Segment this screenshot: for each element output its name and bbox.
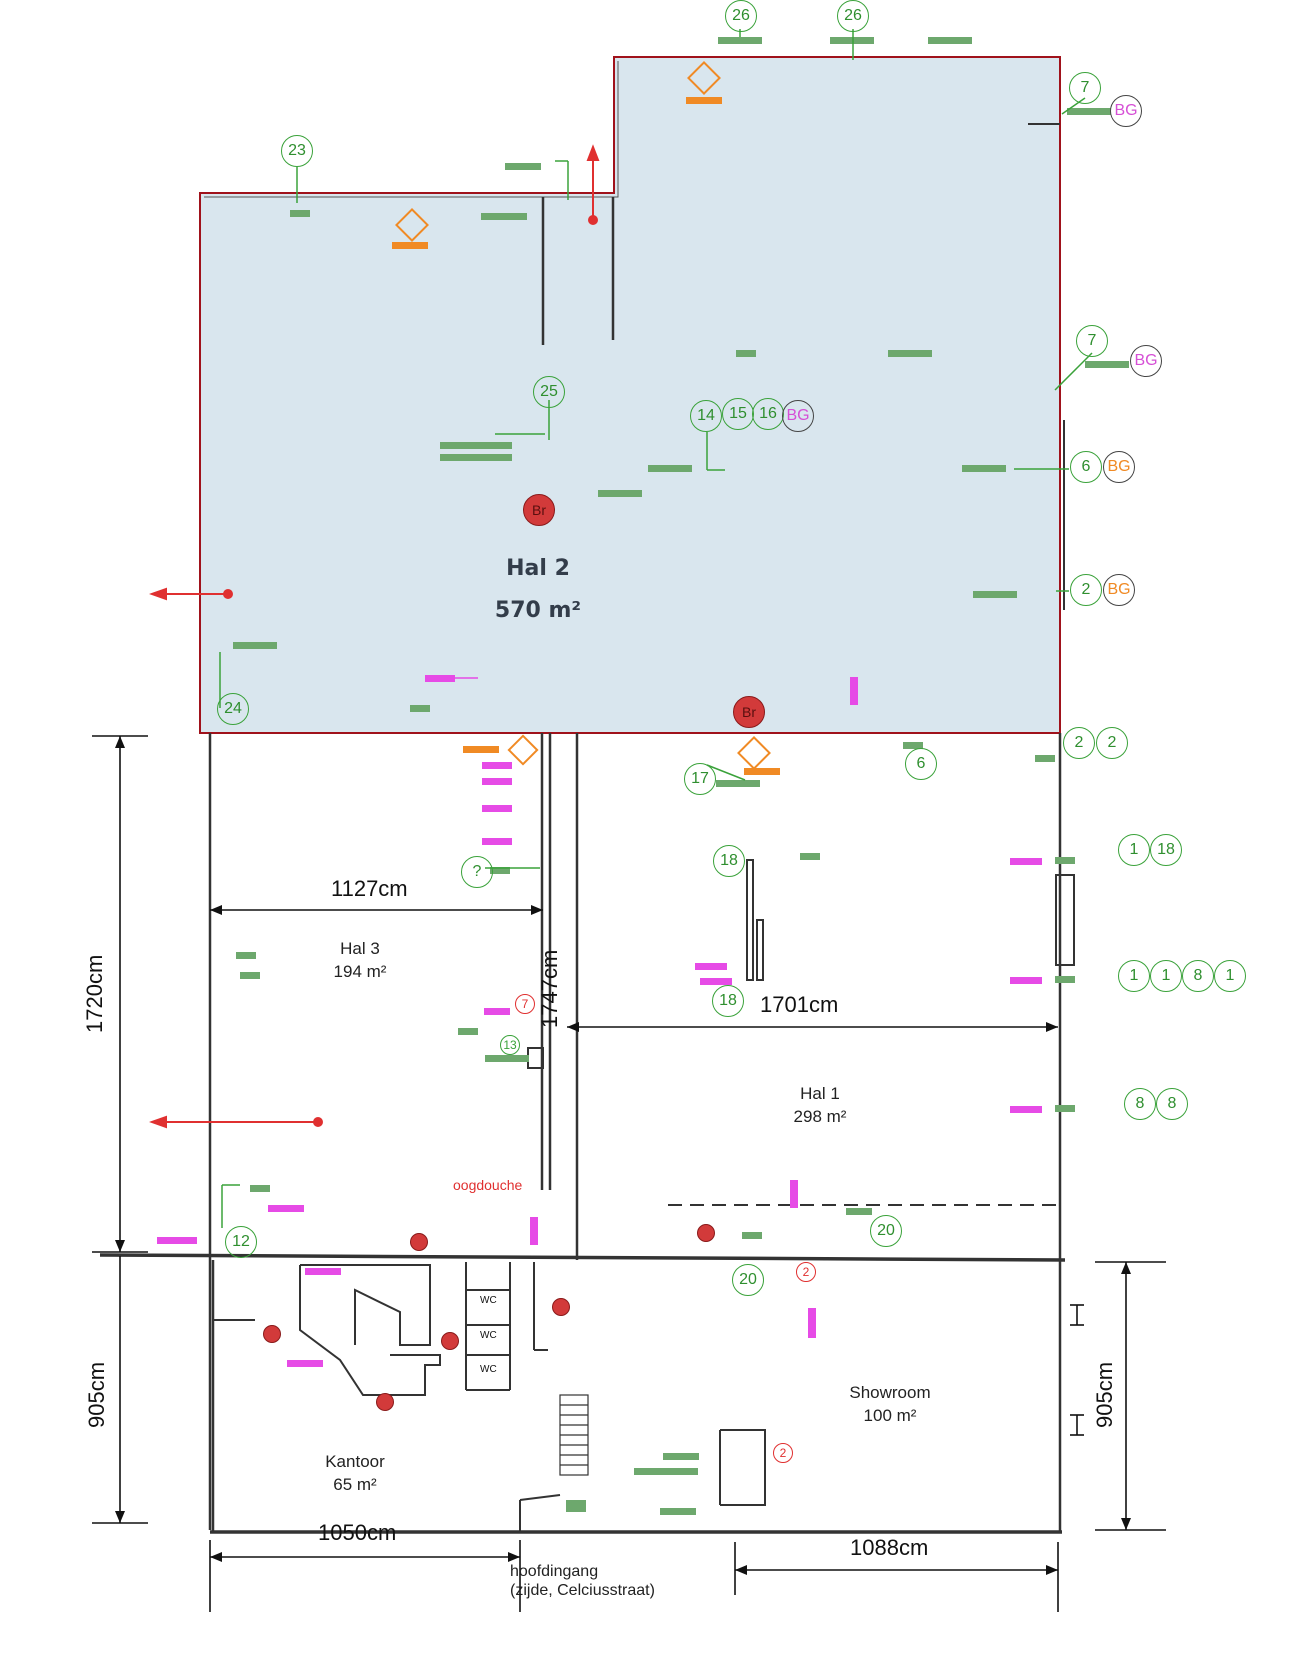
wc-label-2: WC [480, 1330, 497, 1341]
badge-6-door: 6 [905, 748, 937, 780]
hal3-area: 194 m² [333, 961, 387, 981]
green-markers [233, 37, 1129, 1515]
badge-18-hal1-a: 18 [713, 845, 745, 877]
badge-2-door-b: 2 [1096, 727, 1128, 759]
badge-24: 24 [217, 693, 249, 725]
showroom-area: 100 m² [863, 1405, 917, 1425]
badge-26-right: 26 [837, 0, 869, 32]
badge-6-hal2: 6 [1070, 451, 1102, 483]
fire-extinguisher-icon [441, 1332, 459, 1350]
badge-1-east-a: 1 [1118, 834, 1150, 866]
badge-16: 16 [752, 398, 784, 430]
showroom-name: Showroom [849, 1383, 931, 1402]
wc-label-3: WC [480, 1364, 497, 1375]
hal3-width-label: 1127cm [331, 876, 408, 901]
kantoor-width-label: 1050cm [318, 1520, 397, 1545]
emergency-exit-arrows [149, 144, 600, 1129]
red-marker-2a: 2 [796, 1262, 816, 1282]
main-entrance-label: hoofdingang (zijde, Celciusstraat) [510, 1562, 655, 1600]
bg-badge-6: BG [1103, 451, 1135, 483]
badge-20-left: 20 [732, 1264, 764, 1296]
hal2-area [199, 56, 1061, 734]
badge-20-right: 20 [870, 1215, 902, 1247]
hal2-name: Hal 2 [506, 556, 570, 581]
badge-8-east-a: 8 [1182, 960, 1214, 992]
bg-badge-mid: BG [1130, 345, 1162, 377]
wc-label-1: WC [480, 1295, 497, 1306]
badge-18-hal1-b: 18 [712, 985, 744, 1017]
showroom-height-label: 905cm [1092, 1361, 1117, 1428]
hal3-name: Hal 3 [340, 939, 380, 958]
badge-18-east: 18 [1150, 834, 1182, 866]
fire-extinguisher-icon [697, 1224, 715, 1242]
br-marker-hal2-center: Br [523, 494, 555, 526]
fire-extinguisher-icon [263, 1325, 281, 1343]
badge-8-east-c: 8 [1156, 1088, 1188, 1120]
showroom-label: Showroom 100 m² [830, 1382, 950, 1428]
badge-25: 25 [533, 376, 565, 408]
badge-1-east-b: 1 [1118, 960, 1150, 992]
kantoor-height-label: 905cm [84, 1361, 109, 1428]
fire-extinguisher-icon [376, 1393, 394, 1411]
hal3-label: Hal 3 194 m² [310, 938, 410, 984]
badge-7-top: 7 [1069, 72, 1101, 104]
badge-8-east-b: 8 [1124, 1088, 1156, 1120]
showroom-width-label: 1088cm [850, 1535, 929, 1560]
entrance-line2: (zijde, Celciusstraat) [510, 1582, 655, 1600]
badge-17: 17 [684, 763, 716, 795]
hal1-height-label: 1747cm [537, 949, 562, 1028]
kantoor-label: Kantoor 65 m² [305, 1451, 405, 1497]
hal1-name: Hal 1 [800, 1084, 840, 1103]
dimension-lines [92, 735, 1166, 1612]
hal1-area: 298 m² [793, 1106, 847, 1126]
entrance-line1: hoofdingang [510, 1563, 599, 1580]
badge-23: 23 [281, 135, 313, 167]
green-marker-13: 13 [500, 1035, 520, 1055]
orange-markers [392, 61, 780, 775]
red-marker-7: 7 [515, 994, 535, 1014]
br-marker-hal2-bottom: Br [733, 696, 765, 728]
oogdouche-label: oogdouche [453, 1177, 523, 1193]
hal1-width-label: 1701cm [760, 992, 839, 1017]
magenta-markers [157, 675, 1042, 1367]
hal1-label: Hal 1 298 m² [770, 1083, 870, 1129]
bg-badge-top: BG [1110, 95, 1142, 127]
fire-extinguisher-icon [552, 1298, 570, 1316]
hal2-area: 570 m² [494, 597, 582, 623]
badge-26-left: 26 [725, 0, 757, 32]
red-marker-2b: 2 [773, 1443, 793, 1463]
badge-1-east-c: 1 [1150, 960, 1182, 992]
kantoor-area: 65 m² [333, 1474, 377, 1494]
bg-badge-2: BG [1103, 574, 1135, 606]
bg-badge-16: BG [782, 400, 814, 432]
kantoor-name: Kantoor [325, 1452, 385, 1471]
badge-12: 12 [225, 1226, 257, 1258]
hal2-label: Hal 2 570 m² [478, 548, 598, 632]
badge-2-hal2: 2 [1070, 574, 1102, 606]
badge-question: ? [461, 856, 493, 888]
badge-1-east-d: 1 [1214, 960, 1246, 992]
hal3-height-label: 1720cm [82, 954, 107, 1033]
badge-2-door-a: 2 [1063, 727, 1095, 759]
badge-7-mid: 7 [1076, 325, 1108, 357]
building-walls [99, 733, 1066, 1534]
badge-14: 14 [690, 400, 722, 432]
fire-extinguisher-icon [410, 1233, 428, 1251]
badge-15: 15 [722, 398, 754, 430]
